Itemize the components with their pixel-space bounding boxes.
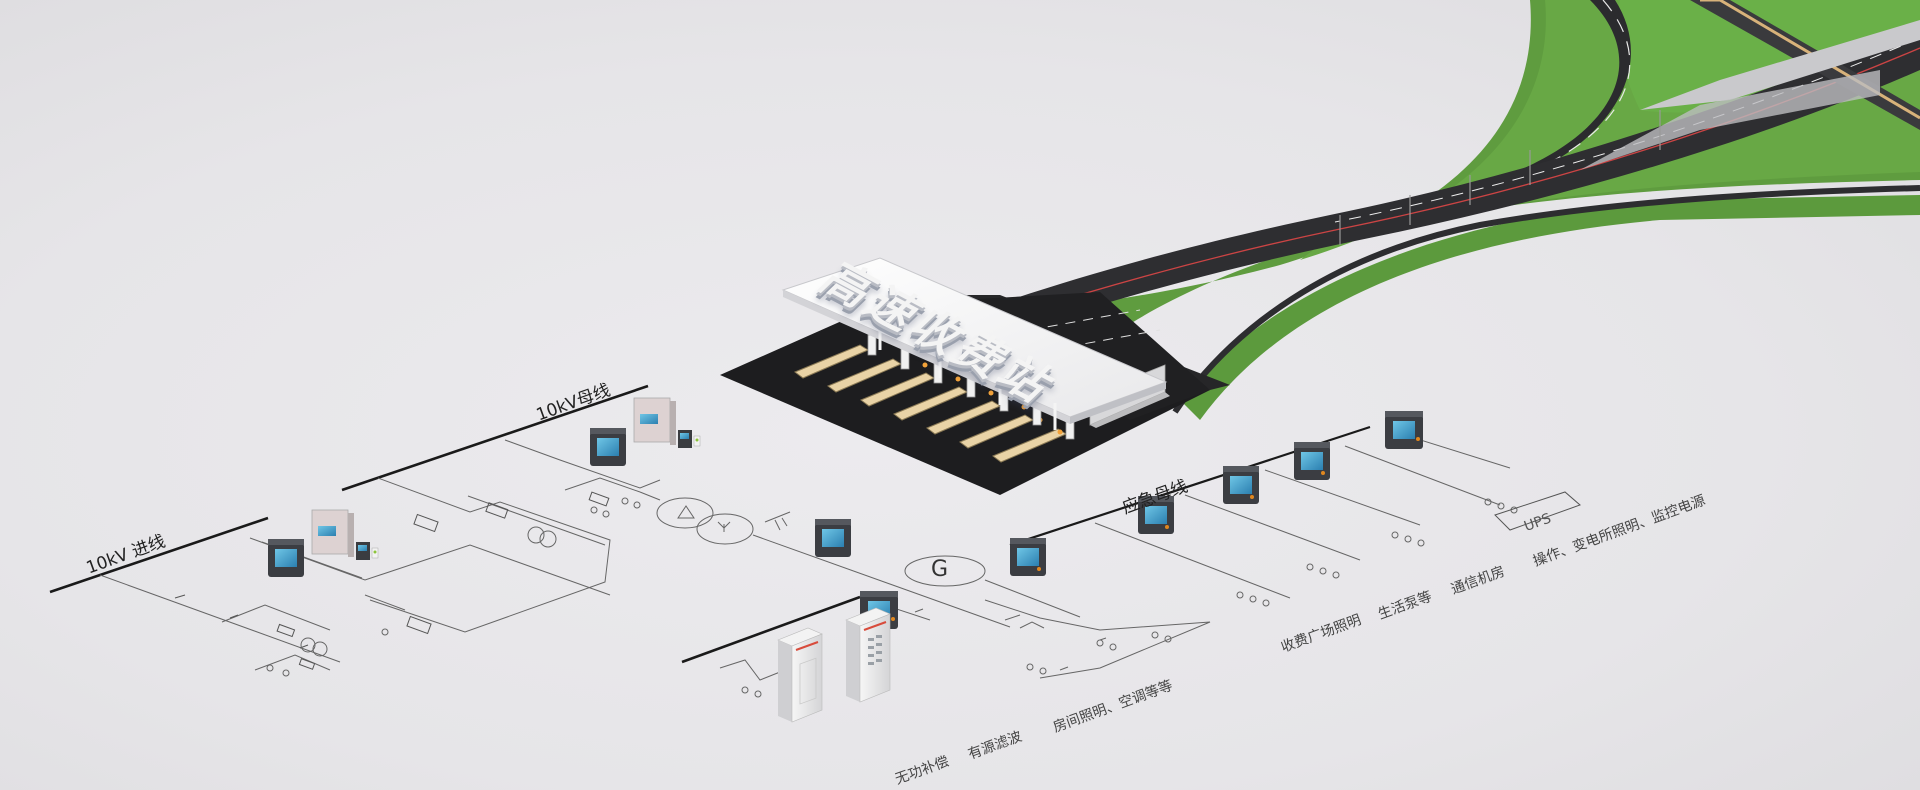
meter-9	[1385, 411, 1423, 449]
single-line-diagram	[49, 384, 1581, 698]
generator-symbol	[904, 555, 986, 587]
meter-7	[1223, 466, 1259, 504]
bus-10kv-busbar	[341, 384, 649, 492]
relay-unit-2	[633, 397, 701, 448]
generator-label: G	[931, 557, 949, 582]
cabinet-active-filter	[845, 607, 891, 703]
meter-6	[1138, 496, 1174, 534]
highway-interchange	[975, 0, 1920, 420]
lower-bus-busbar	[681, 595, 861, 664]
cabinet-reactive-compensation	[777, 627, 823, 723]
meter-1	[268, 539, 304, 577]
meter-devices	[268, 397, 1423, 723]
meter-2	[590, 428, 626, 466]
toll-plaza	[720, 257, 1230, 495]
ups-box	[1494, 491, 1581, 531]
meter-5	[1010, 538, 1046, 576]
meter-8	[1294, 442, 1330, 480]
meter-3	[815, 519, 851, 557]
relay-unit-1	[311, 509, 379, 560]
incoming-10kv-busbar	[49, 516, 269, 594]
